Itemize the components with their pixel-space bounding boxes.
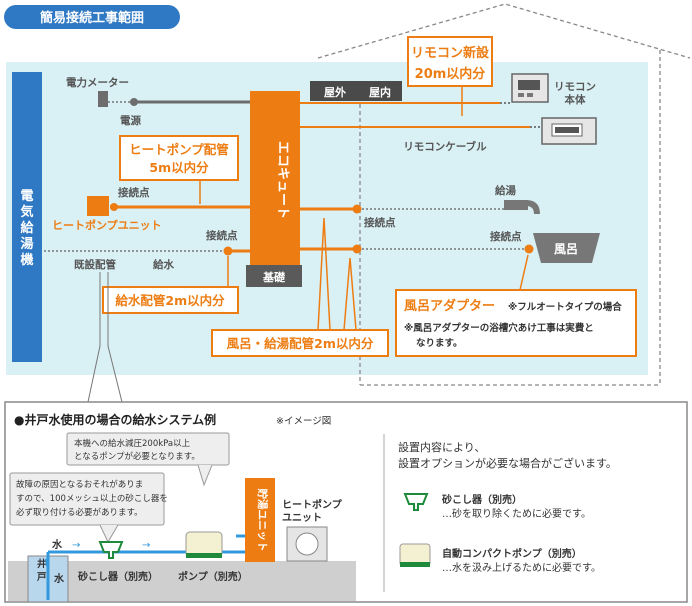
water-supply-connection-label: 接続点	[206, 229, 238, 242]
bath-adapter-note2-line1: ※風呂アダプターの浴槽穴あけ工事は実費と	[404, 322, 594, 334]
bath-connection-label: 接続点	[490, 230, 522, 243]
storage-tank-unit	[245, 478, 275, 562]
outdoor-label: 屋外	[324, 85, 346, 99]
bath-connection-dot	[352, 244, 362, 254]
options-line1: 設置内容により、	[398, 440, 485, 454]
water-supply-connection-dot	[223, 246, 233, 256]
legend-pump-title: 自動コンパクトポンプ（別売）	[442, 547, 582, 560]
vertical-label: 電 気 給 湯 機	[20, 189, 34, 268]
legend-strainer-desc: …砂を取り除くために必要です。	[442, 507, 591, 520]
power-meter-icon	[98, 91, 108, 107]
bath-adapter-dot	[524, 244, 534, 254]
legend-strainer-title: 砂こし器（別売）	[441, 493, 522, 506]
bath-adapter-title: 風呂アダプター	[404, 298, 495, 314]
bathtub-icon	[533, 233, 600, 263]
heatpump-fan	[295, 532, 319, 556]
remote-cable-label: リモコンケーブル	[403, 140, 487, 153]
power-meter-label: 電力メーター	[66, 76, 129, 89]
bath-adapter-callout	[395, 289, 637, 357]
legend-pump-desc: …水を汲み上げるために必要です。	[442, 561, 601, 574]
heatpump-connection-label: 接続点	[118, 186, 150, 199]
water-arrow-1: →	[72, 540, 80, 551]
bath-callout-leader-1	[317, 217, 331, 331]
bath-adapter-note: ※フルオートタイプの場合	[508, 301, 622, 313]
hot-water-label: 給湯	[495, 184, 516, 197]
existing-pipe-label: 既設配管	[74, 258, 116, 271]
well-image-note: ※イメージ図	[276, 416, 331, 427]
svg-text:湯: 湯	[20, 236, 33, 252]
svg-text:機: 機	[20, 252, 33, 268]
bath-callout-leader-2	[343, 257, 357, 331]
heatpump-pipe-callout-line2: 5m以内分	[149, 160, 209, 175]
strainer-bubble-line3: 必ず取り付ける必要があります。	[16, 507, 143, 518]
electric-water-heater-bar	[12, 72, 42, 362]
well-label-1: 井	[37, 558, 47, 570]
water-label-side: 水	[53, 572, 65, 585]
heatpump-unit-icon	[87, 196, 109, 216]
panel-leader-line-2	[107, 272, 123, 403]
ecocute-unit	[250, 91, 300, 272]
bath-adapter-leader	[519, 254, 529, 291]
power-source-label: 電源	[120, 114, 141, 127]
bath-label: 風呂	[554, 242, 578, 256]
heatpump-small-label-1: ヒートポンプ	[282, 498, 343, 511]
remote-body-label-2: 本体	[565, 93, 586, 106]
svg-text:気: 気	[20, 204, 33, 220]
header-title-box	[4, 5, 180, 29]
pump-pressure-bubble-tail	[197, 464, 213, 487]
remote-new-callout	[407, 36, 493, 87]
indoor-label: 屋内	[369, 85, 391, 99]
strainer-bubble	[9, 472, 165, 526]
pump-pressure-bubble-line2: となるポンプが必要となります。	[74, 451, 200, 462]
strainer-bubble-line1: 故障の原因となるおそれがありま	[16, 479, 143, 490]
heatpump-small-label-2: ユニット	[282, 512, 322, 524]
hot-water-connection-label: 接続点	[364, 216, 396, 229]
legend-strainer-icon	[403, 493, 429, 511]
bath-hot-water-pipe-callout	[211, 329, 389, 357]
remote-new-callout-line1: リモコン新設	[411, 45, 490, 61]
water-supply-label: 給水	[153, 258, 174, 271]
water-arrow-2: →	[142, 540, 150, 551]
foundation-label: 基礎	[262, 270, 286, 284]
svg-text:給: 給	[20, 220, 34, 236]
svg-text:電: 電	[20, 189, 33, 204]
pump-icon	[185, 531, 223, 557]
heatpump-pipe-callout	[119, 135, 239, 181]
power-connection-dot	[130, 98, 138, 106]
bath-hot-water-pipe-callout-text: 風呂・給湯配管2m以内分	[227, 336, 374, 351]
remote-body-icon	[511, 73, 549, 103]
strainer-bubble-line2: すので、100メッシュ以上の砂こし器を	[16, 493, 168, 504]
pump-base	[186, 553, 222, 558]
page-title: 簡易接続工事範囲	[39, 10, 144, 26]
pump-pressure-bubble	[66, 432, 230, 466]
ecocute-label: エコキュート	[275, 141, 290, 219]
legend-pump-base	[400, 562, 430, 567]
storage-tank-label: 貯湯ユニット	[256, 489, 269, 552]
heatpump-unit-label: ヒートポンプユニット	[52, 218, 162, 232]
strainer-icon	[98, 541, 124, 559]
pump-pressure-bubble-line1: 本機への給水減圧200kPa以上	[74, 438, 191, 449]
hot-water-connection-dot	[352, 204, 362, 214]
heatpump-pipe-callout-line1: ヒートポンプ配管	[129, 142, 229, 157]
heatpump-connection-dot	[110, 203, 118, 211]
well-panel-title: ●井戸水使用の場合の給水システム例	[14, 412, 216, 427]
bathroom-remote-icon	[541, 117, 597, 145]
strainer-label: 砂こし器（別売）	[77, 570, 158, 583]
options-line2: 設置オプションが必要な場合がございます。	[398, 456, 617, 470]
outdoor-indoor-label-box	[310, 81, 402, 101]
well-label-2: 戸	[37, 572, 47, 583]
pump-label: ポンプ（別売）	[178, 570, 248, 583]
panel-leader-line	[87, 272, 101, 403]
water-label-top: 水	[51, 538, 63, 551]
foundation-box	[246, 265, 302, 287]
remote-body-label-1: リモコン	[554, 81, 596, 93]
bath-adapter-note2-line2: なります。	[416, 337, 463, 349]
house-outline	[317, 3, 691, 59]
water-pipe-callout-text: 給水配管2m以内分	[115, 293, 225, 308]
faucet-icon	[504, 200, 540, 214]
remote-new-callout-line2: 20m以内分	[415, 66, 486, 82]
water-arrow-up: ↑	[42, 558, 50, 569]
water-pipe-callout	[102, 286, 239, 314]
